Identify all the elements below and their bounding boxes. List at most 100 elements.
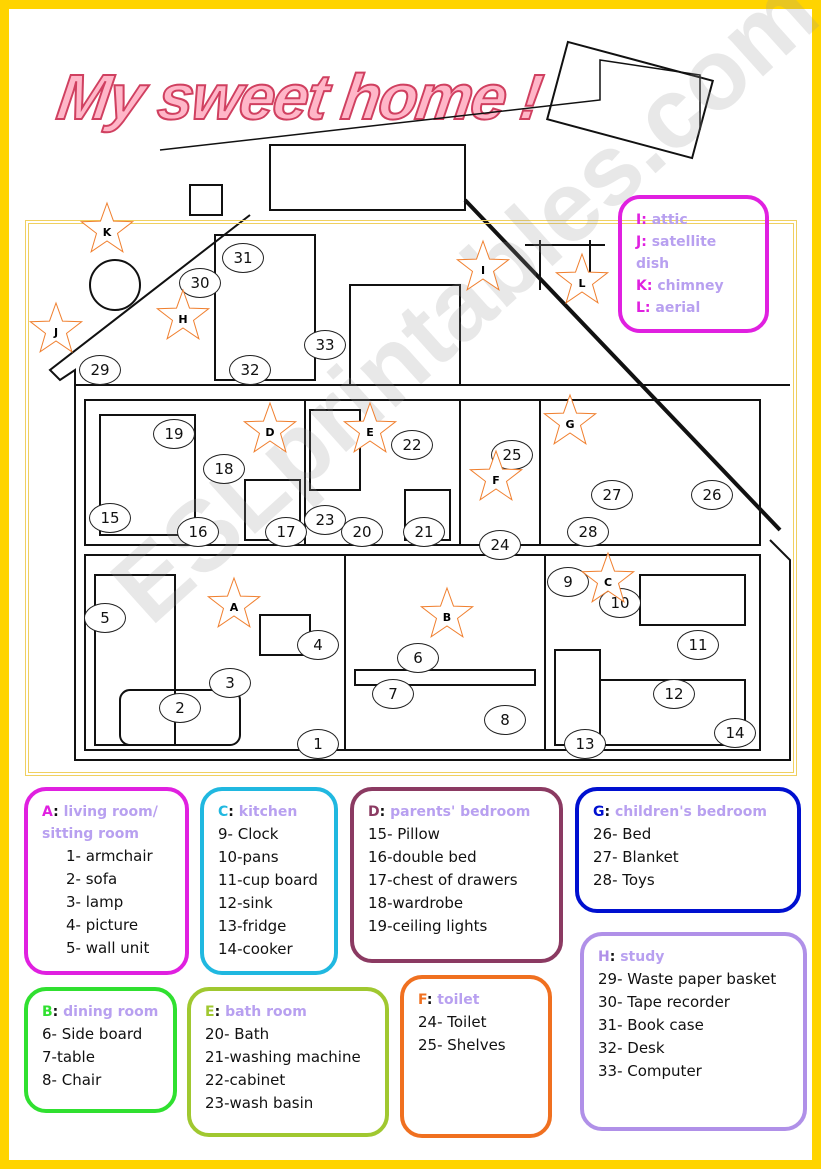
legend-letter: J xyxy=(636,234,642,250)
star-icon xyxy=(419,586,475,638)
legend-item: 1- armchair xyxy=(66,847,153,865)
star-marker-F: F xyxy=(468,449,524,503)
star-icon xyxy=(580,551,636,603)
legend-item: 19-ceiling lights xyxy=(368,917,488,935)
marker-33: 33 xyxy=(304,330,346,360)
legend-letter: E xyxy=(205,1004,215,1020)
marker-30: 30 xyxy=(179,268,221,298)
marker-18: 18 xyxy=(203,454,245,484)
star-marker-A: A xyxy=(206,576,262,630)
marker-29: 29 xyxy=(79,355,121,385)
legend-item: 30- Tape recorder xyxy=(598,993,730,1011)
marker-6: 6 xyxy=(397,643,439,673)
marker-32: 32 xyxy=(229,355,271,385)
legend-label: bath room xyxy=(225,1004,307,1020)
legend-item-I: I: attic xyxy=(636,212,688,228)
marker-1: 1 xyxy=(297,729,339,759)
legend-letter: B xyxy=(42,1004,53,1020)
legend-item: 26- Bed xyxy=(593,825,652,843)
marker-23: 23 xyxy=(304,505,346,535)
star-label: I xyxy=(480,263,486,277)
legend-label: satellite dish xyxy=(636,234,717,272)
legend-item: 33- Computer xyxy=(598,1062,702,1080)
marker-31: 31 xyxy=(222,243,264,273)
legend-box-C: C: kitchen 9- Clock 10-pans 11-cup board 12-… xyxy=(200,787,338,975)
legend-heading: C: kitchen xyxy=(218,804,298,820)
star-marker-I: I xyxy=(455,239,511,293)
legend-item: 28- Toys xyxy=(593,871,655,889)
star-label: H xyxy=(178,312,188,326)
legend-letter: D xyxy=(368,804,380,820)
star-marker-H: H xyxy=(155,288,211,342)
legend-item: 10-pans xyxy=(218,848,279,866)
marker-21: 21 xyxy=(403,517,445,547)
star-icon xyxy=(79,201,135,253)
legend-item: 21-washing machine xyxy=(205,1048,361,1066)
marker-12: 12 xyxy=(653,679,695,709)
legend-item-J: J: satellite dish xyxy=(636,234,717,272)
marker-13: 13 xyxy=(564,729,606,759)
star-icon xyxy=(28,301,84,353)
star-marker-B: B xyxy=(419,586,475,640)
marker-22: 22 xyxy=(391,430,433,460)
legend-item: 4- picture xyxy=(66,916,139,934)
star-icon xyxy=(206,576,262,628)
satellite-dish xyxy=(89,259,141,311)
legend-heading: F: toilet xyxy=(418,992,480,1008)
legend-item-L: L: aerial xyxy=(636,300,701,316)
legend-label: dining room xyxy=(63,1004,159,1020)
legend-label: living room/ sitting room xyxy=(42,804,158,842)
marker-17: 17 xyxy=(265,517,307,547)
legend-item: 23-wash basin xyxy=(205,1094,314,1112)
marker-26: 26 xyxy=(691,480,733,510)
star-marker-C: C xyxy=(580,551,636,605)
star-icon xyxy=(242,401,298,453)
star-icon xyxy=(455,239,511,291)
legend-item: 12-sink xyxy=(218,894,273,912)
legend-item: 24- Toilet xyxy=(418,1013,487,1031)
star-marker-J: J xyxy=(28,301,84,355)
legend-item: 6- Side board xyxy=(42,1025,143,1043)
legend-item: 29- Waste paper basket xyxy=(598,970,777,988)
star-marker-E: E xyxy=(342,401,398,455)
legend-item: 7-table xyxy=(42,1048,95,1066)
legend-letter: C xyxy=(218,804,229,820)
legend-item: 13-fridge xyxy=(218,917,287,935)
legend-item: 32- Desk xyxy=(598,1039,665,1057)
legend-heading: G: children's bedroom xyxy=(593,804,767,820)
legend-box-F: F: toilet 24- Toilet 25- Shelves xyxy=(400,975,552,1138)
legend-item: 11-cup board xyxy=(218,871,318,889)
legend-item-K: K: chimney xyxy=(636,278,724,294)
legend-heading: A: living room/ sitting room xyxy=(42,804,158,842)
star-label: A xyxy=(229,600,239,614)
legend-label: chimney xyxy=(657,278,724,294)
marker-7: 7 xyxy=(372,679,414,709)
legend-item: 9- Clock xyxy=(218,825,279,843)
legend-item: 25- Shelves xyxy=(418,1036,506,1054)
legend-box-H: H: study 29- Waste paper basket 30- Tape r… xyxy=(580,932,807,1131)
marker-27: 27 xyxy=(591,480,633,510)
legend-letter: L xyxy=(636,300,645,316)
star-label: B xyxy=(442,610,452,624)
star-label: L xyxy=(578,276,586,290)
marker-3: 3 xyxy=(209,668,251,698)
star-icon xyxy=(542,393,598,445)
marker-8: 8 xyxy=(484,705,526,735)
legend-heading: H: study xyxy=(598,949,665,965)
legend-heading: D: parents' bedroom xyxy=(368,804,531,820)
legend-box-roof: I: attic J: satellite dish K: chimney L: ae… xyxy=(618,195,769,333)
legend-label: study xyxy=(620,949,665,965)
marker-5: 5 xyxy=(84,603,126,633)
marker-20: 20 xyxy=(341,517,383,547)
legend-item: 5- wall unit xyxy=(66,939,150,957)
chimney xyxy=(189,184,223,216)
legend-item: 8- Chair xyxy=(42,1071,102,1089)
book-icon xyxy=(545,40,715,160)
star-icon xyxy=(468,449,524,501)
marker-15: 15 xyxy=(89,503,131,533)
star-label: F xyxy=(492,473,500,487)
